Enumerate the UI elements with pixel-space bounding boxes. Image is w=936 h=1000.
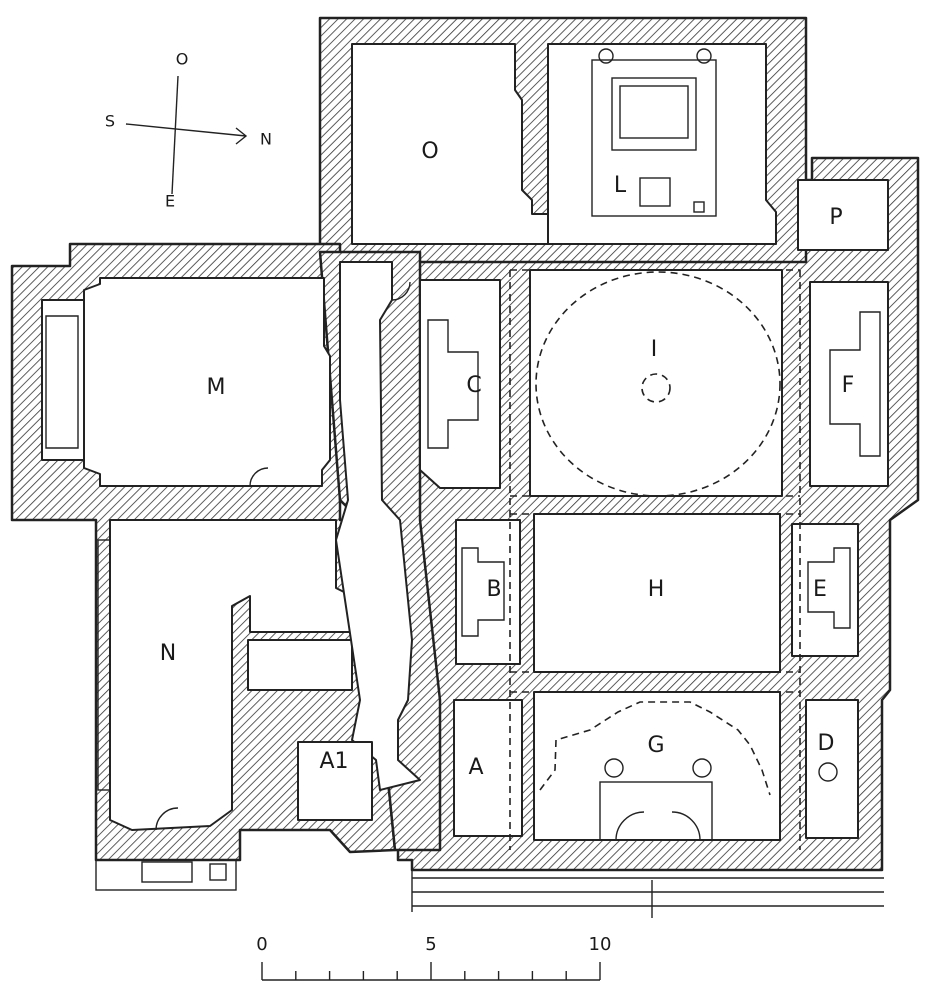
room-l: [547, 43, 777, 245]
room-interiors: [41, 43, 889, 841]
label-o: O: [421, 139, 438, 164]
room-e: [791, 523, 859, 657]
label-a: A: [468, 755, 483, 780]
room-a1: [297, 741, 373, 821]
door-arc-corridor: [391, 281, 411, 301]
door-arc-n: [155, 807, 179, 831]
label-m: M: [207, 375, 226, 400]
niche-c: [427, 319, 479, 449]
column-d: [818, 762, 838, 782]
room-f: [809, 281, 889, 487]
l-column-right: [696, 48, 712, 64]
room-a: [453, 699, 523, 837]
entrance-porch: [599, 781, 713, 841]
compass-n: N: [260, 130, 272, 149]
compass-o: O: [176, 50, 189, 69]
door-arc-left: [615, 811, 645, 841]
room-n-closet: [247, 639, 353, 691]
room-labels: O L P M C I F B H E N A1 A G D: [160, 139, 855, 780]
niche-e: [807, 547, 851, 629]
scale-tick-label: 5: [425, 934, 436, 955]
room-m-niche: [41, 299, 85, 461]
scale-tick-label: 0: [256, 934, 267, 955]
label-d: D: [818, 731, 835, 756]
room-n: [109, 519, 353, 831]
label-c: C: [466, 373, 481, 398]
compass-ns-line: [125, 123, 247, 137]
label-i: I: [651, 337, 658, 362]
niche-m: [45, 315, 79, 449]
compass-arrow-icon: [235, 127, 248, 145]
label-l: L: [614, 173, 627, 198]
niche-b: [461, 547, 505, 637]
n-window-strip: [97, 539, 111, 791]
l-small-box: [693, 201, 705, 213]
column-g-left: [604, 758, 624, 778]
room-p: [797, 179, 889, 251]
compass-rose: O S N E: [105, 50, 272, 211]
label-a1: A1: [319, 749, 348, 774]
room-o: [351, 43, 549, 245]
label-e: E: [813, 577, 827, 602]
room-m: [83, 277, 331, 487]
label-f: F: [842, 373, 855, 398]
l-platform: [611, 77, 697, 151]
room-c: [419, 279, 501, 489]
n-porch: [95, 859, 237, 891]
room-d: [805, 699, 859, 839]
label-g: G: [647, 733, 664, 758]
l-table: [639, 177, 671, 207]
scale-tick-label: 10: [589, 934, 612, 955]
room-i: [529, 269, 783, 497]
corridor: [335, 261, 421, 791]
compass-ew-line: [171, 75, 179, 195]
column-g-right: [692, 758, 712, 778]
l-platform-inner: [619, 85, 689, 139]
label-p: P: [829, 205, 842, 230]
room-g: [533, 691, 781, 841]
label-b: B: [486, 577, 501, 602]
interior-details: [45, 48, 884, 918]
compass-e: E: [165, 192, 175, 211]
g-dashed-outline: [539, 701, 771, 796]
label-n: N: [160, 641, 176, 666]
niche-f: [829, 311, 881, 457]
dome-centre: [641, 373, 671, 403]
compass-s: S: [105, 112, 115, 131]
label-h: H: [648, 577, 665, 602]
scale-bar: 0 5 10: [256, 934, 612, 981]
door-arc-right: [671, 811, 701, 841]
door-arc-m: [249, 467, 269, 487]
room-b: [455, 519, 521, 665]
l-column-left: [598, 48, 614, 64]
n-porch-box: [209, 863, 227, 881]
n-porch-step: [141, 861, 193, 883]
l-alcove: [591, 59, 717, 217]
